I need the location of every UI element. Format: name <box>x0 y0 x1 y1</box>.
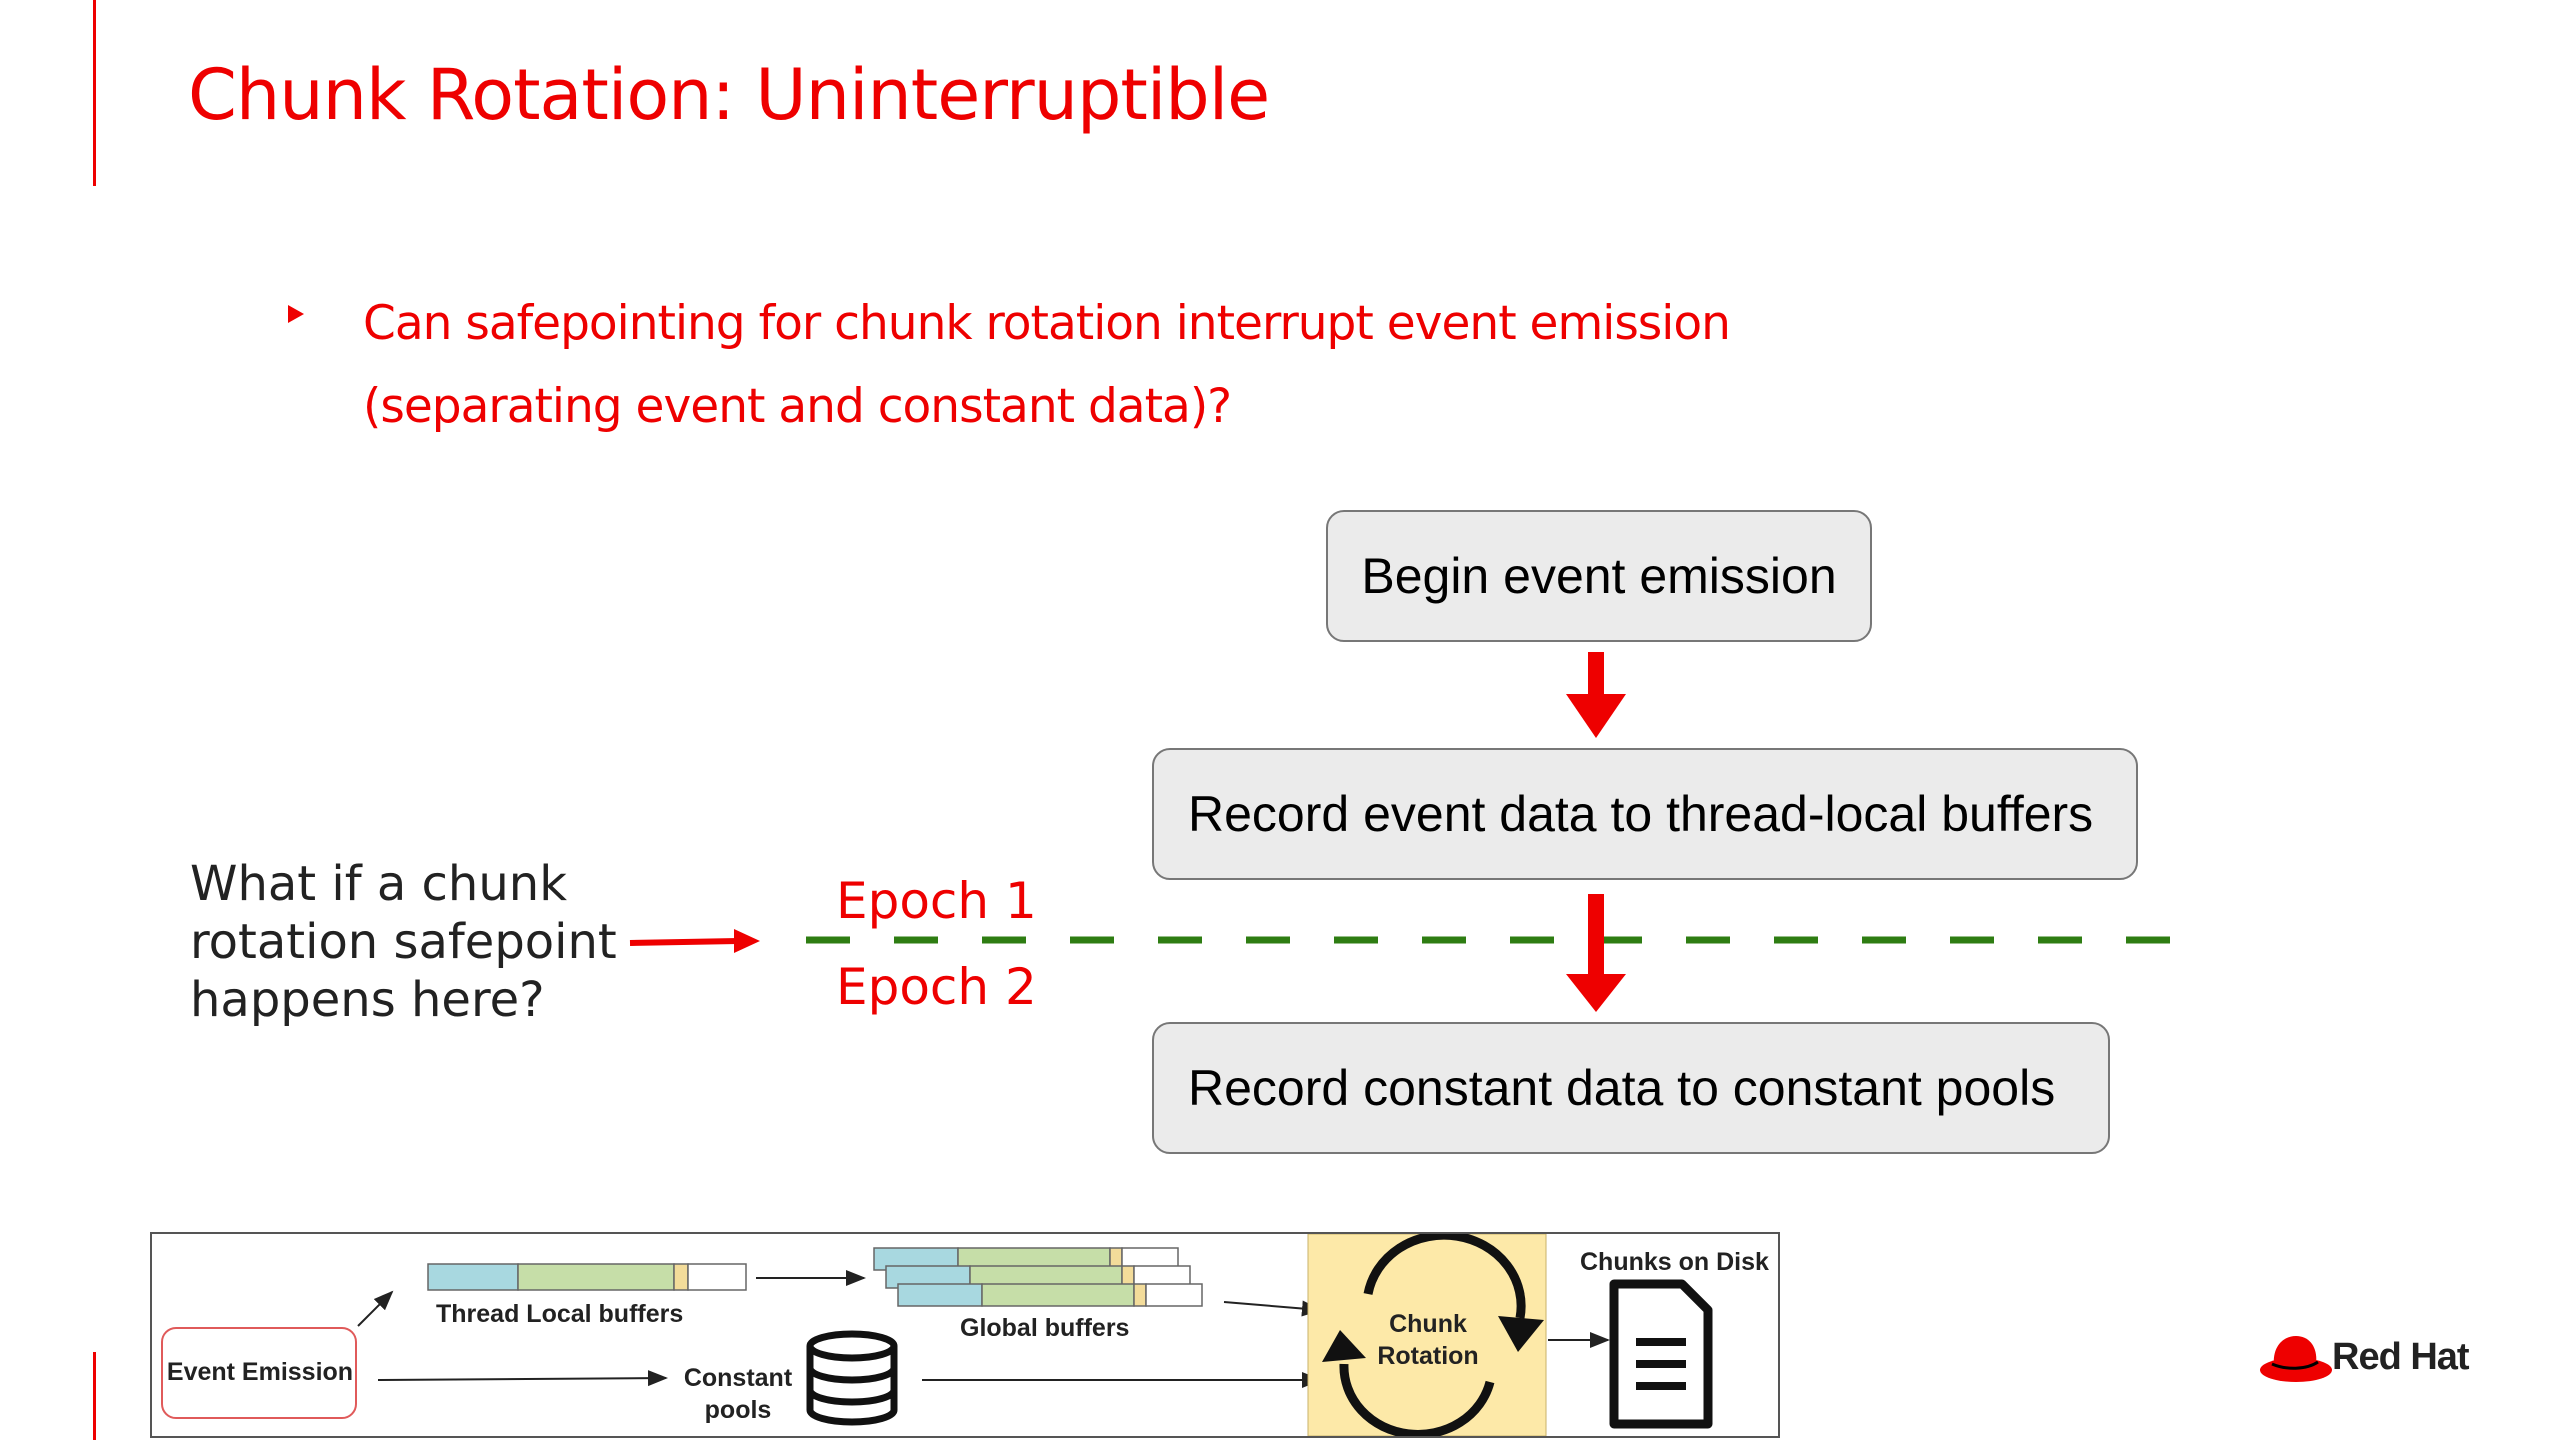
down-arrow-2 <box>1566 894 1626 1012</box>
bullet-line-1: Can safepointing for chunk rotation inte… <box>363 296 1731 351</box>
top-left-accent-bar <box>93 0 96 186</box>
question-line-3: happens here? <box>190 972 545 1028</box>
epoch-1-label: Epoch 1 <box>836 872 1037 930</box>
bullet-line-2: (separating event and constant data)? <box>363 379 1232 434</box>
constant-pools-line-2: pools <box>704 1396 772 1424</box>
bullet-triangle-icon <box>288 305 304 323</box>
thread-local-buffer-bar <box>427 1263 747 1291</box>
flow-box-begin-emission-label: Begin event emission <box>1361 548 1837 604</box>
flow-box-record-constant-data: Record constant data to constant pools <box>1152 1022 2110 1154</box>
arrow-to-thread-buffers <box>357 1290 394 1327</box>
flow-box-record-constant-data-label: Record constant data to constant pools <box>1188 1060 2056 1116</box>
down-arrow-1 <box>1566 652 1626 738</box>
flow-box-record-event-data-label: Record event data to thread-local buffer… <box>1188 786 2094 842</box>
safepoint-question: What if a chunk rotation safepoint happe… <box>190 855 617 1029</box>
question-line-1: What if a chunk <box>190 856 567 912</box>
arrow-global-to-rotation <box>1223 1300 1322 1317</box>
flow-box-begin-emission: Begin event emission <box>1326 510 1872 642</box>
question-line-2: rotation safepoint <box>190 914 617 970</box>
global-buffer-stack <box>873 1247 1203 1307</box>
pipeline-graphics <box>161 1234 1713 1436</box>
chunk-rotation-line-1: Chunk <box>1389 1310 1467 1338</box>
rotation-arrowhead-left <box>1322 1330 1366 1362</box>
flow-box-record-event-data: Record event data to thread-local buffer… <box>1152 748 2138 880</box>
bottom-left-accent-bar <box>93 1352 96 1440</box>
event-emission-box <box>161 1327 357 1419</box>
constant-pools-label: Constant pools <box>680 1362 796 1426</box>
slide-title: Chunk Rotation: Uninterruptible <box>188 54 1270 136</box>
red-hat-logo-icon <box>2260 1336 2332 1382</box>
rotation-arrowhead-right <box>1498 1316 1544 1352</box>
constant-pools-line-1: Constant <box>683 1364 793 1392</box>
rotation-cycle-icon <box>1339 1234 1526 1436</box>
red-hat-logo-text: Red Hat <box>2332 1336 2470 1378</box>
thread-local-buffers-label: Thread Local buffers <box>436 1300 684 1328</box>
chunk-rotation-line-2: Rotation <box>1377 1342 1479 1370</box>
safepoint-pointer-arrow <box>629 929 760 953</box>
bullet-text: Can safepointing for chunk rotation inte… <box>363 282 1731 448</box>
chunk-rotation-label: Chunk Rotation <box>1368 1308 1488 1372</box>
pipeline-diagram: Event Emission Thread Local buffers Glob… <box>150 1232 1780 1438</box>
document-icon <box>1609 1279 1713 1429</box>
epoch-2-label: Epoch 2 <box>836 958 1037 1016</box>
event-emission-label: Event Emission <box>166 1358 354 1386</box>
chunks-on-disk-label: Chunks on Disk <box>1580 1248 1769 1276</box>
arrow-to-constant-pools <box>377 1370 668 1387</box>
global-buffers-label: Global buffers <box>960 1314 1130 1342</box>
database-icon <box>806 1330 898 1426</box>
